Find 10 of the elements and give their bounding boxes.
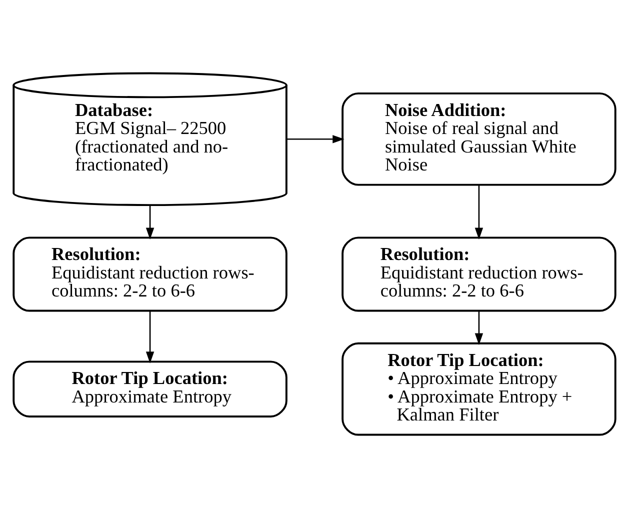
arrow — [286, 135, 344, 144]
node-box: Resolution: Equidistant reduction rows-columns: 2-2 to 6-6 — [342, 236, 616, 312]
node-box: Resolution: Equidistant reduction rows-columns: 2-2 to 6-6 — [12, 236, 288, 312]
arrow — [474, 311, 484, 345]
node-box: Rotor Tip Location: • Approximate Entropy • Approximate Entropy + Kalman Filter — [342, 342, 616, 436]
node-box: Rotor Tip Location: Approximate Entropy — [12, 360, 288, 418]
arrow — [146, 311, 154, 364]
arrow — [474, 184, 484, 240]
node-box: Noise Addition: Noise of real signal and simulated Gaussian White Noise — [342, 92, 616, 186]
arrow — [146, 205, 154, 240]
